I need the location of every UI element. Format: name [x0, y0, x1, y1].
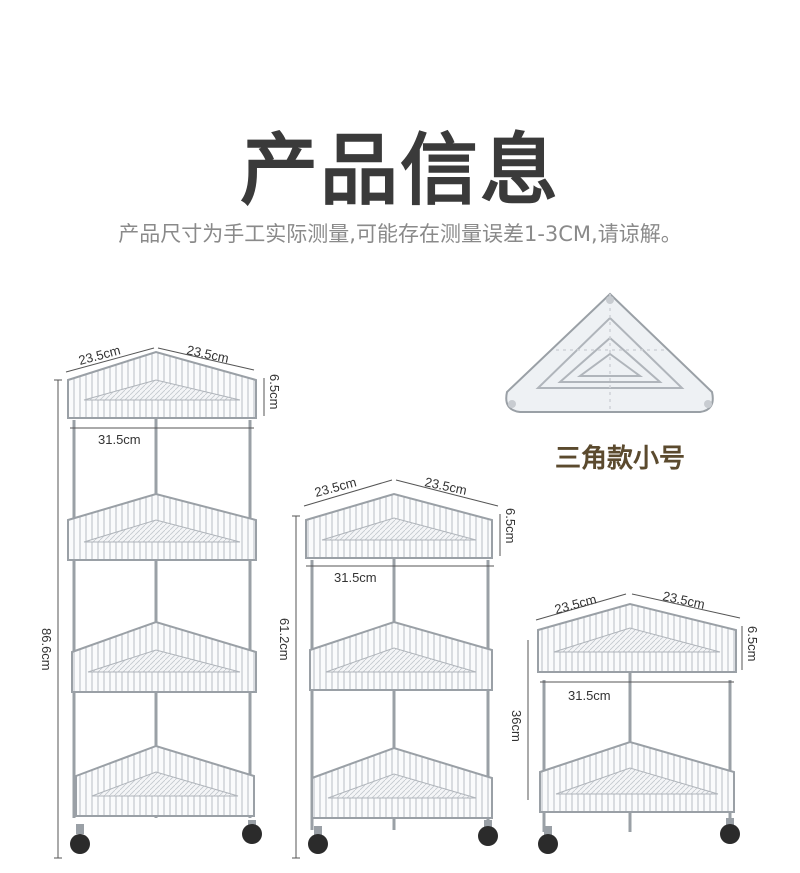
dim-total-height: 86.6cm	[39, 628, 54, 671]
dim-tier-height: 6.5cm	[503, 508, 518, 543]
tier-basket	[539, 740, 735, 813]
caster-wheel	[70, 820, 262, 854]
tier-basket	[537, 602, 737, 673]
page-title: 产品信息	[239, 126, 560, 216]
tier-basket	[75, 744, 255, 817]
page-subtitle: 产品尺寸为手工实际测量,可能存在测量误差1-3CM,请谅解。	[118, 222, 682, 246]
shelf-4-tier	[54, 347, 265, 859]
dim-side-a: 23.5cm	[313, 474, 358, 500]
dim-tier-height: 6.5cm	[267, 374, 282, 409]
tier-basket	[67, 350, 257, 419]
tier-basket	[309, 620, 493, 691]
dim-width: 31.5cm	[334, 570, 377, 585]
caster-wheel	[308, 820, 498, 854]
tier-basket	[71, 620, 257, 693]
tier-basket	[67, 492, 257, 561]
tier-basket	[311, 746, 493, 819]
dim-side-b: 23.5cm	[423, 474, 468, 498]
dim-total-height: 36cm	[509, 710, 524, 742]
shelf-3-tier	[292, 479, 501, 859]
dim-side-b: 23.5cm	[661, 588, 706, 612]
dim-tier-height: 6.5cm	[745, 626, 760, 661]
dim-width: 31.5cm	[98, 432, 141, 447]
accessory-label: 三角款小号	[554, 444, 685, 474]
shelf-2-tier	[527, 593, 743, 854]
dim-width: 31.5cm	[568, 688, 611, 703]
triangle-plate-accessory	[505, 292, 714, 413]
dim-total-height: 61.2cm	[277, 618, 292, 661]
tier-basket	[305, 492, 493, 559]
dim-side-a: 23.5cm	[553, 591, 598, 617]
caster-wheel	[538, 818, 740, 854]
